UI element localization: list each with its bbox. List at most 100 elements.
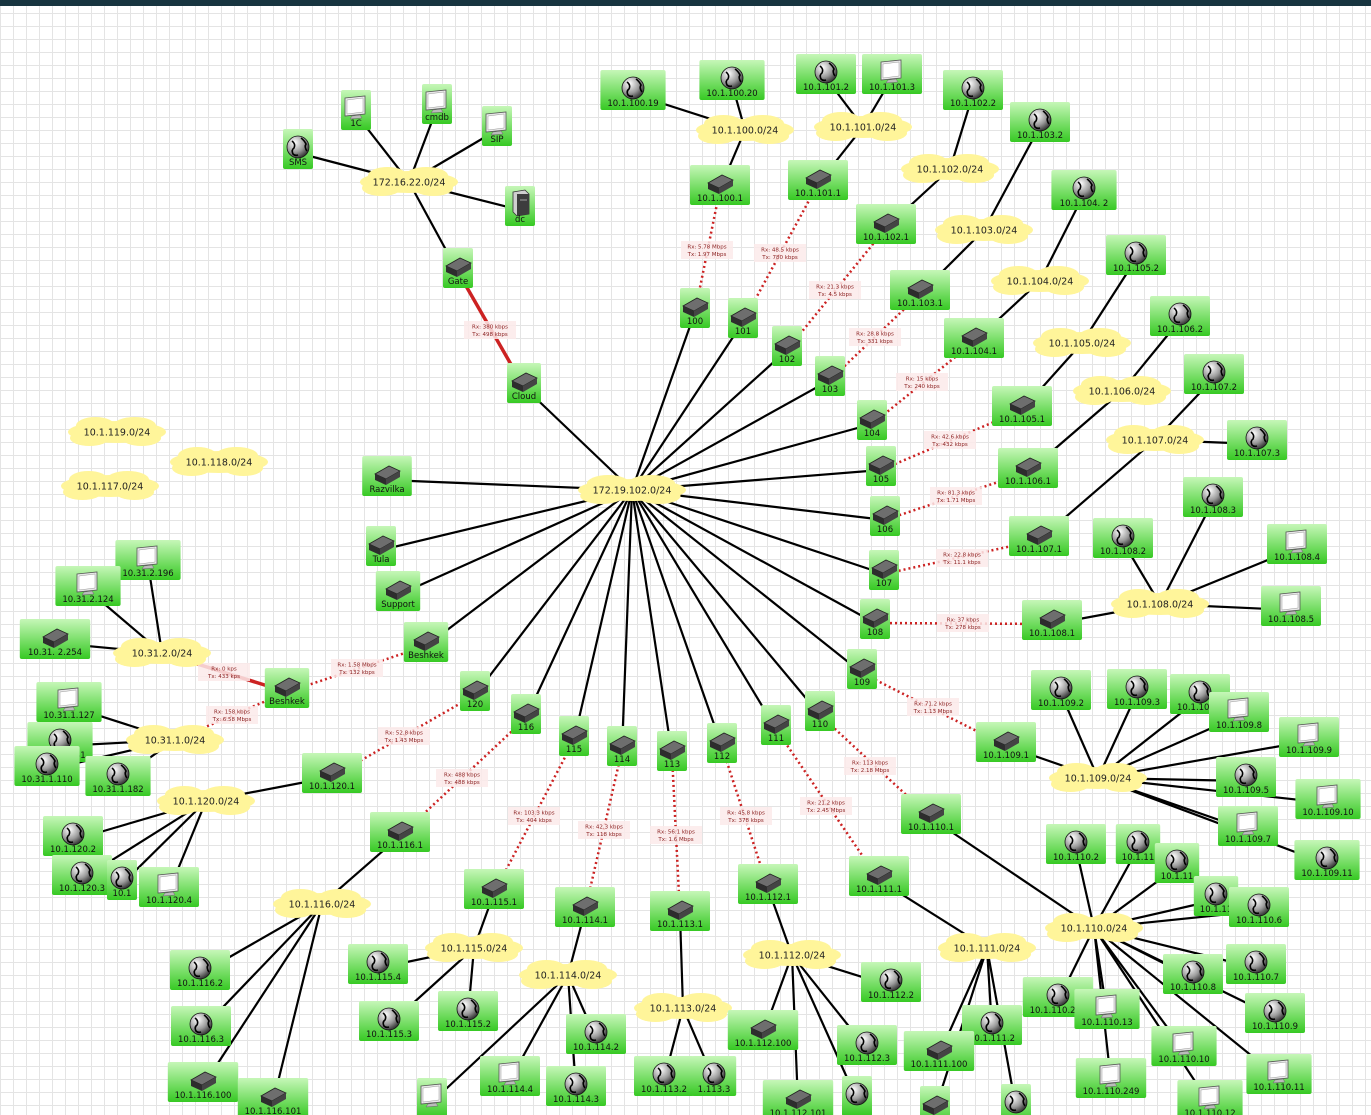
node-cloud[interactable]: Cloud <box>507 363 541 403</box>
node-h107_2[interactable]: 10.1.107.2 <box>1184 354 1244 394</box>
node-h100_1[interactable]: 10.1.100.1 <box>690 165 750 205</box>
node-h116_3[interactable]: 10.1.116.3 <box>171 1006 231 1046</box>
subnet-cloud-c_31_2[interactable]: 10.31.2.0/24 <box>113 638 211 667</box>
subnet-cloud-c_31_1[interactable]: 10.31.1.0/24 <box>126 725 224 754</box>
node-h114_4[interactable]: 10.1.114.4 <box>480 1056 540 1096</box>
node-dc[interactable]: dc <box>505 186 535 226</box>
node-h102_1[interactable]: 10.1.102.1 <box>856 204 916 244</box>
subnet-cloud-c_102[interactable]: 10.1.102.0/24 <box>901 154 999 183</box>
node-r110[interactable]: 110 <box>805 691 835 731</box>
node-support[interactable]: Support <box>375 571 421 611</box>
subnet-cloud-c_107[interactable]: 10.1.107.0/24 <box>1106 425 1204 454</box>
subnet-cloud-c_120[interactable]: 10.1.120.0/24 <box>157 786 255 815</box>
node-h109_3[interactable]: 10.1.109.3 <box>1107 669 1167 709</box>
subnet-cloud-c_101[interactable]: 10.1.101.0/24 <box>814 112 912 141</box>
node-h31_1_110[interactable]: 10.31.1.110 <box>14 746 80 786</box>
subnet-cloud-c_112[interactable]: 10.1.112.0/24 <box>743 940 841 969</box>
subnet-cloud-c_100[interactable]: 10.1.100.0/24 <box>696 115 794 144</box>
subnet-cloud-c_117[interactable]: 10.1.117.0/24 <box>61 471 159 500</box>
subnet-cloud-c_114[interactable]: 10.1.114.0/24 <box>519 960 617 989</box>
node-h112_1[interactable]: 10.1.112.1 <box>738 864 798 904</box>
node-h110_9[interactable]: 10.1.110.9 <box>1245 993 1305 1033</box>
node-razvilka[interactable]: Razvilka <box>362 456 412 496</box>
node-h112_100[interactable]: 10.1.112.100 <box>727 1010 799 1050</box>
node-r112[interactable]: 112 <box>707 723 737 763</box>
node-beshkek2[interactable]: Beshkek <box>403 622 449 662</box>
node-h109_7[interactable]: 10.1.109.7 <box>1218 806 1278 846</box>
node-h104_2[interactable]: 10.1.104. 2 <box>1051 170 1117 210</box>
node-h110_7[interactable]: 10.1.110.7 <box>1226 944 1286 984</box>
node-h116_100[interactable]: 10.1.116.100 <box>167 1062 239 1102</box>
node-h106_2[interactable]: 10.1.106.2 <box>1150 296 1210 336</box>
node-cmdb[interactable]: cmdb <box>422 84 452 124</box>
node-r107[interactable]: 107 <box>869 550 899 590</box>
node-h109_8[interactable]: 10.1.109.8 <box>1209 692 1269 732</box>
node-r101[interactable]: 101 <box>728 298 758 338</box>
node-h115_1[interactable]: 10.1.115.1 <box>464 869 524 909</box>
node-h107_1[interactable]: 10.1.107.1 <box>1009 516 1069 556</box>
node-h120_3[interactable]: 10.1.120.3 <box>52 855 112 895</box>
node-r109[interactable]: 109 <box>847 649 877 689</box>
node-beshkek[interactable]: Beshkek <box>264 668 310 708</box>
node-n1c[interactable]: 1C <box>341 90 371 130</box>
node-h108_5[interactable]: 10.1.108.5 <box>1261 586 1321 626</box>
node-h109_5[interactable]: 10.1.109.5 <box>1216 757 1276 797</box>
node-tula[interactable]: Tula <box>366 526 396 566</box>
node-h110_13[interactable]: 10.1.110.13 <box>1074 989 1140 1029</box>
node-r115[interactable]: 115 <box>559 716 589 756</box>
node-h31_2_196[interactable]: 10.31.2.196 <box>115 540 181 580</box>
node-h106_1[interactable]: 10.1.106.1 <box>998 448 1058 488</box>
node-h113_1[interactable]: 10.1.113.1 <box>650 891 710 931</box>
node-h110_8[interactable]: 10.1.110.8 <box>1163 954 1223 994</box>
node-h101_1[interactable]: 10.1.101.1 <box>788 160 848 200</box>
node-h110_249[interactable]: 10.1.110.249 <box>1075 1058 1147 1098</box>
node-h113_3[interactable]: 1.113.3 <box>691 1056 737 1096</box>
node-h109_10[interactable]: 10.1.109.10 <box>1295 779 1361 819</box>
node-h105_1[interactable]: 10.1.105.1 <box>992 386 1052 426</box>
node-h111_x[interactable] <box>920 1086 950 1115</box>
node-h110_12[interactable]: 10.1.110.12 <box>1177 1080 1243 1115</box>
node-h110_11[interactable]: 10.1.110.11 <box>1246 1054 1312 1094</box>
subnet-cloud-c_104[interactable]: 10.1.104.0/24 <box>991 266 1089 295</box>
node-h110_2[interactable]: 10.1.110.2 <box>1046 824 1106 864</box>
node-h111_y[interactable] <box>1001 1084 1031 1115</box>
node-h103_2[interactable]: 10.1.103.2 <box>1010 102 1070 142</box>
node-h112_x[interactable] <box>842 1076 872 1115</box>
subnet-cloud-c_116[interactable]: 10.1.116.0/24 <box>273 889 371 918</box>
node-h108_2[interactable]: 10.1.108.2 <box>1093 518 1153 558</box>
node-h109_11[interactable]: 10.1.109.11 <box>1294 840 1360 880</box>
node-h115_4[interactable]: 10.1.115.4 <box>348 944 408 984</box>
node-r111[interactable]: 111 <box>761 705 791 745</box>
node-r100[interactable]: 100 <box>680 288 710 328</box>
node-h114_2[interactable]: 10.1.114.2 <box>566 1014 626 1054</box>
node-h112_2[interactable]: 10.1.112.2 <box>861 962 921 1002</box>
node-h114_x[interactable] <box>417 1078 447 1115</box>
node-r103[interactable]: 103 <box>815 356 845 396</box>
subnet-cloud-c_106[interactable]: 10.1.106.0/24 <box>1073 376 1171 405</box>
node-h116_101[interactable]: 10.1.116.101 <box>237 1078 309 1115</box>
node-h112_3[interactable]: 10.1.112.3 <box>837 1025 897 1065</box>
node-h110_6[interactable]: 10.1.110.6 <box>1229 887 1289 927</box>
node-h112_101[interactable]: 10.1.112.101 <box>762 1080 834 1115</box>
node-h110_10[interactable]: 10.1.110.10 <box>1151 1026 1217 1066</box>
node-h109_2[interactable]: 10.1.109.2 <box>1031 670 1091 710</box>
subnet-cloud-c_110[interactable]: 10.1.110.0/24 <box>1045 913 1143 942</box>
subnet-cloud-c_172[interactable]: 172.16.22.0/24 <box>360 167 458 196</box>
node-r113[interactable]: 113 <box>657 731 687 771</box>
node-h109_1[interactable]: 10.1.109.1 <box>976 722 1036 762</box>
node-h101_3[interactable]: 10.1.101.3 <box>862 54 922 94</box>
node-h111_100[interactable]: 10.1.111.100 <box>903 1031 975 1071</box>
node-r116[interactable]: 116 <box>511 694 541 734</box>
node-h111_1[interactable]: 10.1.111.1 <box>849 856 909 896</box>
node-h31_1_182[interactable]: 10.31.1.182 <box>85 756 151 796</box>
node-h114_3[interactable]: 10.1.114.3 <box>546 1066 606 1106</box>
node-r120[interactable]: 120 <box>460 671 490 711</box>
node-gate[interactable]: Gate <box>443 248 473 288</box>
node-h116_2[interactable]: 10.1.116.2 <box>170 950 230 990</box>
node-h104_1[interactable]: 10.1.104.1 <box>944 318 1004 358</box>
node-h110_3[interactable]: 10.1.11 <box>1115 824 1161 864</box>
node-sip[interactable]: SIP <box>482 106 512 146</box>
subnet-cloud-c_109[interactable]: 10.1.109.0/24 <box>1049 763 1147 792</box>
subnet-cloud-c_103[interactable]: 10.1.103.0/24 <box>935 215 1033 244</box>
